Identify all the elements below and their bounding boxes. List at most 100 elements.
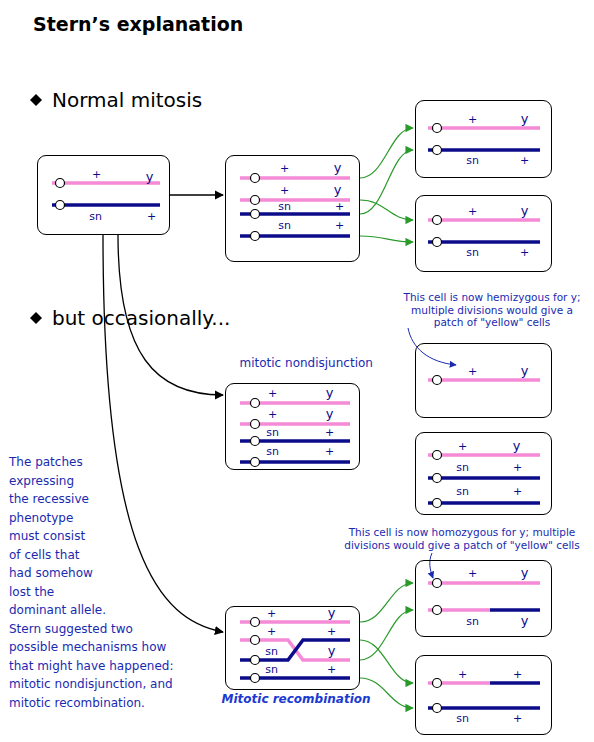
allele-label: + (513, 485, 522, 496)
allele-label: + (468, 567, 477, 578)
allele-label: + (513, 461, 522, 472)
allele-label: + (520, 154, 529, 165)
centromere (251, 196, 260, 205)
cell-box: + + sn + (415, 655, 552, 735)
cell-box: +y++snysn+Mitotic recombination (225, 606, 360, 690)
allele-label: y (521, 363, 529, 376)
allele-label: sn (466, 615, 479, 626)
centromere (433, 376, 442, 385)
allele-label: sn (265, 645, 278, 656)
bullet-diamond (30, 312, 42, 324)
centromere (433, 146, 442, 155)
centromere (433, 579, 442, 588)
allele-label: + (268, 387, 277, 398)
allele-label: sn (266, 426, 279, 437)
centromere (251, 618, 260, 627)
chromosome-line (428, 478, 540, 503)
centromere (433, 216, 442, 225)
allele-label: y (326, 406, 334, 419)
cell-caption: Mitotic recombination (222, 693, 371, 705)
allele-label: + (513, 712, 522, 723)
segregation-arrow (360, 200, 413, 220)
allele-label: y (334, 182, 342, 195)
chromosome-line (428, 126, 540, 130)
cell-heading: mitotic nondisjunction (240, 357, 373, 369)
segregation-arrow (360, 610, 413, 660)
callout-note: This cell is now homozygous for y; multi… (334, 526, 590, 551)
chromosome-line (52, 181, 160, 185)
centromere (251, 210, 260, 219)
allele-label: + (468, 205, 477, 216)
allele-label: + (335, 219, 344, 230)
allele-label: + (520, 246, 529, 257)
allele-label: + (327, 663, 336, 674)
segregation-arrow (360, 150, 413, 214)
centromere (56, 201, 65, 210)
cell-box: mitotic nondisjunction+y+ysn+sn+ (225, 383, 360, 470)
chromosome-line (428, 218, 540, 222)
centromere (56, 179, 65, 188)
chromosome-line (428, 683, 540, 708)
allele-label: y (146, 169, 154, 182)
allele-label: + (267, 625, 276, 636)
lineage-arrow (118, 235, 223, 395)
allele-label: sn (466, 154, 479, 165)
cell-box: +y (415, 343, 552, 418)
allele-label: + (280, 162, 289, 173)
cell-box: +ysny (415, 560, 552, 637)
allele-label: + (468, 113, 477, 124)
chromosome-line (428, 453, 540, 457)
segregation-arrow (360, 640, 413, 683)
allele-label: + (327, 625, 336, 636)
side-note: The patches expressing the recessive phe… (9, 453, 192, 712)
centromere (433, 238, 442, 247)
allele-label: + (458, 668, 467, 679)
allele-label: sn (456, 461, 469, 472)
lineage-arrow (170, 194, 223, 195)
allele-label: + (92, 168, 101, 179)
bullet-text: Normal mitosis (52, 88, 202, 112)
chromosome-line (52, 203, 160, 207)
allele-label: sn (456, 712, 469, 723)
allele-label: + (513, 668, 522, 679)
cell-box: +y+ysn+sn+ (225, 155, 360, 262)
centromere (251, 232, 260, 241)
centromere (433, 451, 442, 460)
allele-label: y (513, 438, 521, 451)
bullet-diamond (30, 94, 42, 106)
centromere (251, 399, 260, 408)
centromere (433, 474, 442, 483)
allele-label: + (268, 408, 277, 419)
centromere (251, 458, 260, 467)
callout-note: This cell is now hemizygous for y; multi… (396, 291, 588, 329)
leader-arrow (430, 553, 433, 578)
allele-label: y (334, 160, 342, 173)
centromere (251, 674, 260, 683)
centromere (433, 606, 442, 615)
segregation-arrow (360, 128, 413, 178)
allele-label: + (468, 365, 477, 376)
chromosomes (52, 128, 540, 708)
text-wrap-shape (97, 453, 192, 653)
allele-label: + (335, 200, 344, 211)
allele-label: sn (466, 246, 479, 257)
centromere (251, 656, 260, 665)
centromere (251, 420, 260, 429)
segregation-arrow (360, 236, 413, 242)
allele-label: y (326, 385, 334, 398)
allele-label: y (521, 111, 529, 124)
allele-label: sn (278, 200, 291, 211)
centromere (251, 174, 260, 183)
segregation-arrow (360, 583, 413, 622)
centromere (251, 636, 260, 645)
allele-label: y (328, 643, 336, 656)
chromosome-line (428, 378, 540, 382)
allele-label: + (267, 607, 276, 618)
diagram-title: Stern’s explanation (33, 13, 243, 35)
chromosome-line (428, 583, 540, 610)
lineage-arrow (103, 235, 223, 632)
allele-label: sn (265, 663, 278, 674)
allele-label: sn (456, 485, 469, 496)
centromere (433, 499, 442, 508)
bullet-text: but occasionally... (52, 306, 230, 330)
